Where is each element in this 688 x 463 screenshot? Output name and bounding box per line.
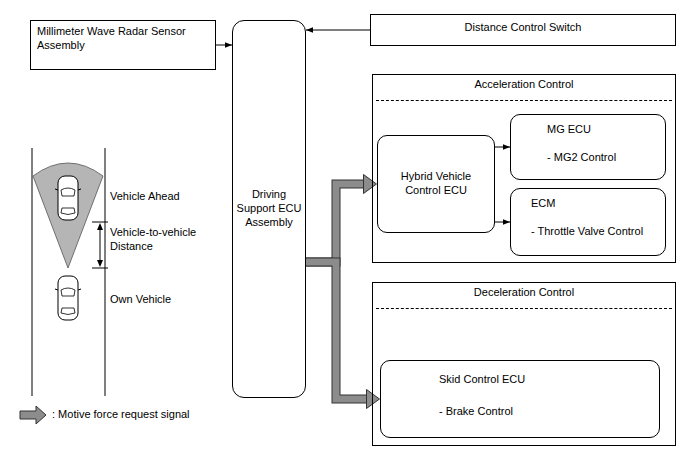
box-title: Distance Control Switch — [375, 21, 671, 35]
box-title: Hybrid Vehicle Control ECU — [384, 170, 488, 198]
vehicle-label: Vehicle Ahead — [110, 190, 200, 204]
box-title: Skid Control ECU — [439, 373, 653, 387]
control-group: Deceleration ControlSkid Control ECU - Br… — [372, 282, 676, 446]
box-title: Millimeter Wave Radar Sensor Assembly — [37, 25, 209, 53]
own-vehicle — [55, 276, 81, 320]
box-title: Driving Support ECU Assembly — [236, 188, 302, 229]
signal-arrow — [306, 30, 370, 31]
sensor-box: Millimeter Wave Radar Sensor Assembly — [30, 20, 216, 70]
ecu-box: Driving Support ECU Assembly — [232, 20, 306, 398]
motive-force-arrow — [306, 262, 380, 399]
vehicle-label: Own Vehicle — [110, 293, 200, 307]
signal-arrow — [495, 222, 510, 223]
radar-cone — [33, 163, 103, 268]
arrow-head — [365, 184, 377, 185]
legend-text: : Motive force request signal — [52, 408, 190, 420]
arrow-line — [495, 222, 510, 223]
arrow-line — [495, 147, 510, 148]
box-title: ECM — [531, 197, 659, 211]
legend-arrow — [20, 406, 46, 424]
road — [32, 148, 105, 396]
arrow-body — [306, 184, 365, 262]
box-body: - Brake Control — [439, 405, 653, 419]
arrow-line — [216, 45, 232, 46]
box-title: MG ECU — [547, 123, 659, 137]
switch-box: Distance Control Switch — [370, 14, 676, 46]
control-group: Acceleration ControlHybrid Vehicle Contr… — [372, 74, 676, 263]
ecu-box: Skid Control ECU - Brake Control — [380, 360, 660, 438]
group-heading: Deceleration Control — [376, 283, 672, 309]
signal-arrow — [495, 147, 510, 148]
ecu-box: MG ECU - MG2 Control — [510, 114, 666, 180]
ecu-box: ECM - Throttle Valve Control — [510, 188, 666, 256]
signal-arrow — [216, 45, 232, 46]
arrow-line — [306, 30, 370, 31]
arrow-body — [306, 262, 368, 399]
legend-entry: : Motive force request signal — [52, 408, 190, 422]
ecu-box: Hybrid Vehicle Control ECU — [377, 135, 495, 233]
vehicle-ahead — [55, 176, 81, 220]
arrow-outline — [306, 184, 365, 262]
dimension-label: Vehicle-to-vehicle Distance — [110, 226, 200, 254]
group-heading: Acceleration Control — [376, 75, 672, 101]
box-body: - MG2 Control — [547, 151, 659, 165]
motive-force-arrow — [306, 184, 377, 262]
arrow-head — [368, 399, 380, 400]
distance-dimension — [92, 222, 108, 268]
arrow-outline — [306, 262, 368, 399]
box-body: - Throttle Valve Control — [531, 225, 659, 239]
